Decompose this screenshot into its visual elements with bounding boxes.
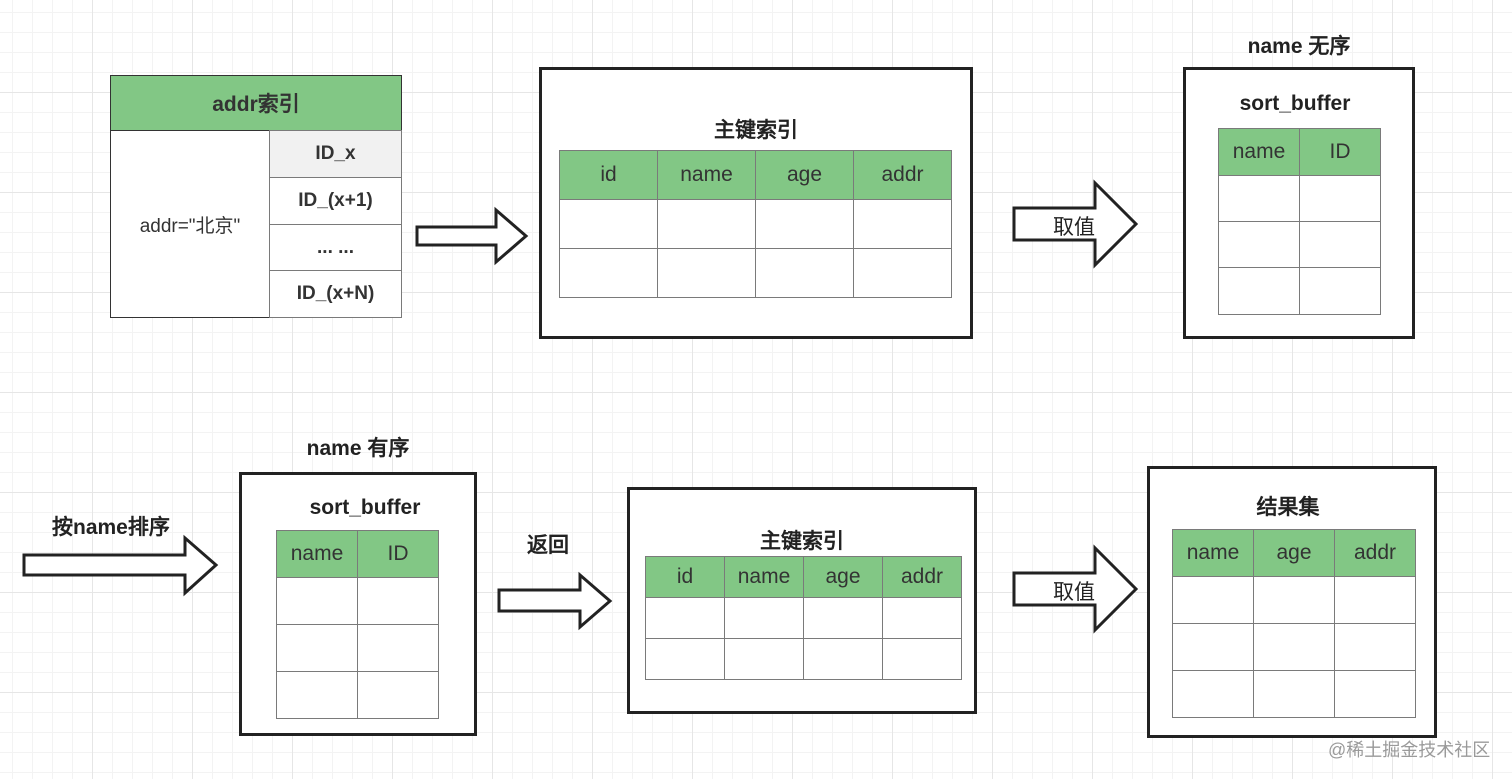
table-cell [1218, 221, 1300, 268]
table-cell [645, 638, 725, 680]
table-header-cell: name [1218, 128, 1300, 176]
arrow-right-icon [497, 571, 613, 631]
table-cell [1172, 576, 1254, 624]
table-cell [1172, 623, 1254, 671]
sort-buffer-caption-2: name 有序 [306, 437, 410, 460]
table-cell [853, 248, 952, 298]
result-set-box: 结果集 name age addr [1147, 466, 1437, 738]
addr-index-group: addr索引 addr="北京" ID_x ID_(x+1) ... ... I… [110, 75, 402, 318]
table-cell [853, 199, 952, 249]
sort-buffer-title-1: sort_buffer [1239, 92, 1351, 115]
table-cell [882, 597, 962, 639]
table-header-cell: age [803, 556, 883, 598]
table-header-cell: name [724, 556, 804, 598]
addr-id-cell: ID_(x+1) [269, 177, 402, 225]
result-set-title: 结果集 [1256, 496, 1320, 519]
primary-index-box-2: 主键索引 id name age addr [627, 487, 977, 714]
table-cell [1334, 623, 1416, 671]
table-header-cell: id [559, 150, 658, 200]
sort-buffer-box-2: sort_buffer name ID [239, 472, 477, 736]
table-cell [1299, 221, 1381, 268]
addr-id-cell: ID_(x+N) [269, 270, 402, 318]
addr-index-title: addr索引 [110, 75, 402, 131]
table-header-cell: addr [853, 150, 952, 200]
table-cell [1253, 576, 1335, 624]
addr-id-cell: ... ... [269, 224, 402, 271]
watermark-text: @稀土掘金技术社区 [1328, 740, 1491, 760]
table-cell [1253, 623, 1335, 671]
primary-index-title-1: 主键索引 [714, 119, 798, 142]
primary-index-box-1: 主键索引 id name age addr [539, 67, 973, 339]
table-cell [755, 248, 854, 298]
table-cell [276, 624, 358, 672]
table-header-cell: name [657, 150, 756, 200]
table-cell [559, 199, 658, 249]
table-header-cell: ID [1299, 128, 1381, 176]
table-header-cell: name [276, 530, 358, 578]
table-header-cell: addr [882, 556, 962, 598]
primary-index-title-2: 主键索引 [760, 530, 844, 553]
table-cell [1218, 175, 1300, 222]
table-cell [559, 248, 658, 298]
table-cell [645, 597, 725, 639]
table-cell [1334, 576, 1416, 624]
fetch-label-1: 取值 [1053, 216, 1095, 239]
table-header-cell: age [1253, 529, 1335, 577]
table-cell [724, 638, 804, 680]
table-cell [803, 597, 883, 639]
table-cell [357, 624, 439, 672]
table-cell [882, 638, 962, 680]
table-header-cell: name [1172, 529, 1254, 577]
table-cell [1299, 175, 1381, 222]
table-cell [1253, 670, 1335, 718]
table-cell [1299, 267, 1381, 315]
table-header-cell: ID [357, 530, 439, 578]
table-cell [276, 671, 358, 719]
table-cell [657, 199, 756, 249]
table-cell [657, 248, 756, 298]
table-cell [1172, 670, 1254, 718]
sort-buffer-box-1: sort_buffer name ID [1183, 67, 1415, 339]
sort-step-label: 按name排序 [52, 516, 170, 539]
table-cell [755, 199, 854, 249]
arrow-right-icon [415, 206, 529, 266]
return-step-label: 返回 [527, 534, 569, 557]
table-cell [1334, 670, 1416, 718]
arrow-right-icon [22, 534, 219, 597]
table-header-cell: age [755, 150, 854, 200]
table-cell [357, 671, 439, 719]
table-cell [357, 577, 439, 625]
table-header-cell: id [645, 556, 725, 598]
table-header-cell: addr [1334, 529, 1416, 577]
table-cell [803, 638, 883, 680]
addr-id-cell: ID_x [269, 130, 402, 178]
table-cell [276, 577, 358, 625]
sort-buffer-title-2: sort_buffer [309, 496, 421, 519]
fetch-label-2: 取值 [1053, 581, 1095, 604]
sort-buffer-caption-1: name 无序 [1247, 35, 1351, 58]
table-cell [1218, 267, 1300, 315]
addr-condition-cell: addr="北京" [110, 130, 270, 318]
arrow-right-icon [1012, 544, 1139, 634]
table-cell [724, 597, 804, 639]
arrow-right-icon [1012, 179, 1139, 269]
